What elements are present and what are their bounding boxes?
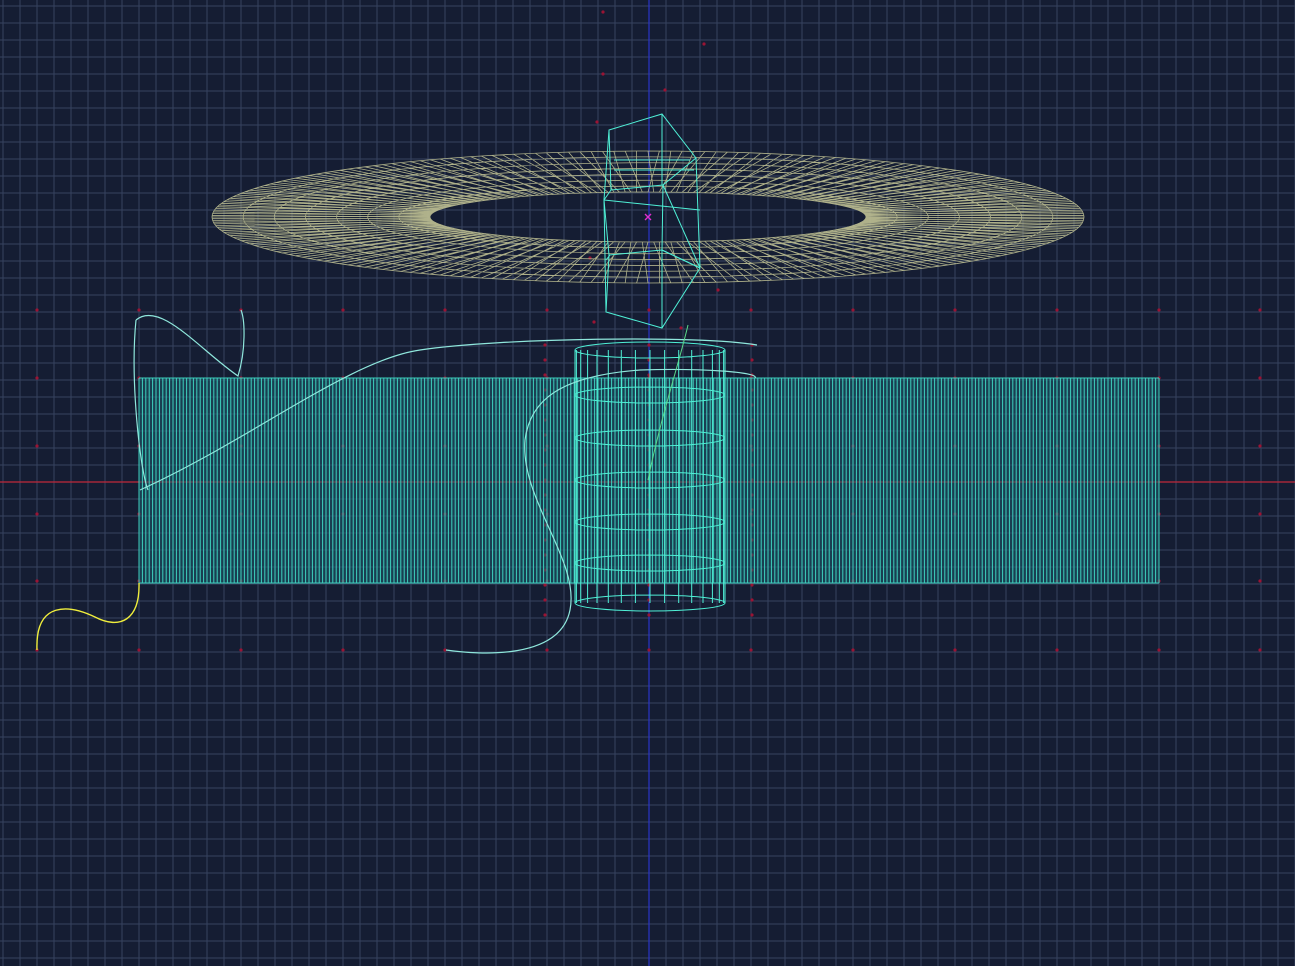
box-edges (603, 114, 663, 261)
control-point (647, 648, 651, 652)
control-point (35, 512, 39, 516)
control-point (543, 343, 547, 347)
control-point (679, 326, 683, 330)
plane-band-mesh[interactable] (138, 377, 1160, 584)
control-point (592, 320, 596, 324)
box-edges (608, 129, 697, 191)
control-point (543, 598, 547, 602)
plane-edges (138, 377, 1160, 584)
control-point (35, 376, 39, 380)
control-point (1055, 308, 1059, 312)
spline-curve-long[interactable] (139, 338, 758, 491)
spline-curve-s[interactable] (445, 368, 756, 654)
control-point (341, 308, 345, 312)
control-point (543, 358, 547, 362)
control-point (35, 308, 39, 312)
spline-curve-small[interactable] (133, 309, 245, 491)
spline-curves[interactable] (36, 309, 758, 654)
control-point (543, 373, 547, 377)
control-point (851, 648, 855, 652)
control-point (1258, 648, 1262, 652)
control-point (1055, 648, 1059, 652)
twisted-box-wireframe[interactable] (603, 113, 701, 329)
torus-ring-mesh[interactable] (211, 150, 1085, 284)
control-point (702, 42, 706, 46)
control-point (1157, 308, 1161, 312)
control-point (750, 583, 754, 587)
control-point (443, 648, 447, 652)
pivot-x-icon (644, 213, 652, 221)
control-point (953, 648, 957, 652)
control-point (750, 358, 754, 362)
cylinder-wireframe[interactable] (574, 341, 726, 612)
control-point (137, 648, 141, 652)
control-point (543, 613, 547, 617)
control-point (601, 10, 605, 14)
control-point (443, 308, 447, 312)
control-point (1157, 648, 1161, 652)
control-point (35, 579, 39, 583)
control-point (595, 120, 599, 124)
control-point (750, 598, 754, 602)
control-point (749, 648, 753, 652)
control-point (601, 72, 605, 76)
control-point (851, 308, 855, 312)
control-point (1258, 444, 1262, 448)
pivot-marker (644, 213, 652, 221)
control-point (545, 308, 549, 312)
control-point (749, 308, 753, 312)
control-point (647, 613, 651, 617)
control-point (1258, 376, 1262, 380)
spline-curve-green[interactable] (647, 324, 689, 481)
control-point (663, 88, 667, 92)
box-edges (603, 159, 701, 211)
ring-wireframe (211, 150, 1085, 284)
control-point (750, 613, 754, 617)
control-point (647, 308, 651, 312)
control-point (543, 583, 547, 587)
control-point (137, 308, 141, 312)
control-point (239, 648, 243, 652)
control-point (1258, 512, 1262, 516)
box-edges (603, 113, 701, 329)
control-point (953, 308, 957, 312)
cylinder-edges (574, 341, 726, 612)
control-point (647, 343, 651, 347)
control-point (545, 648, 549, 652)
spline-curve-selected[interactable] (36, 582, 140, 651)
control-point (35, 444, 39, 448)
box-edges (605, 249, 701, 328)
control-point (1258, 308, 1262, 312)
control-point (341, 648, 345, 652)
control-point (716, 288, 720, 292)
control-point (1258, 579, 1262, 583)
